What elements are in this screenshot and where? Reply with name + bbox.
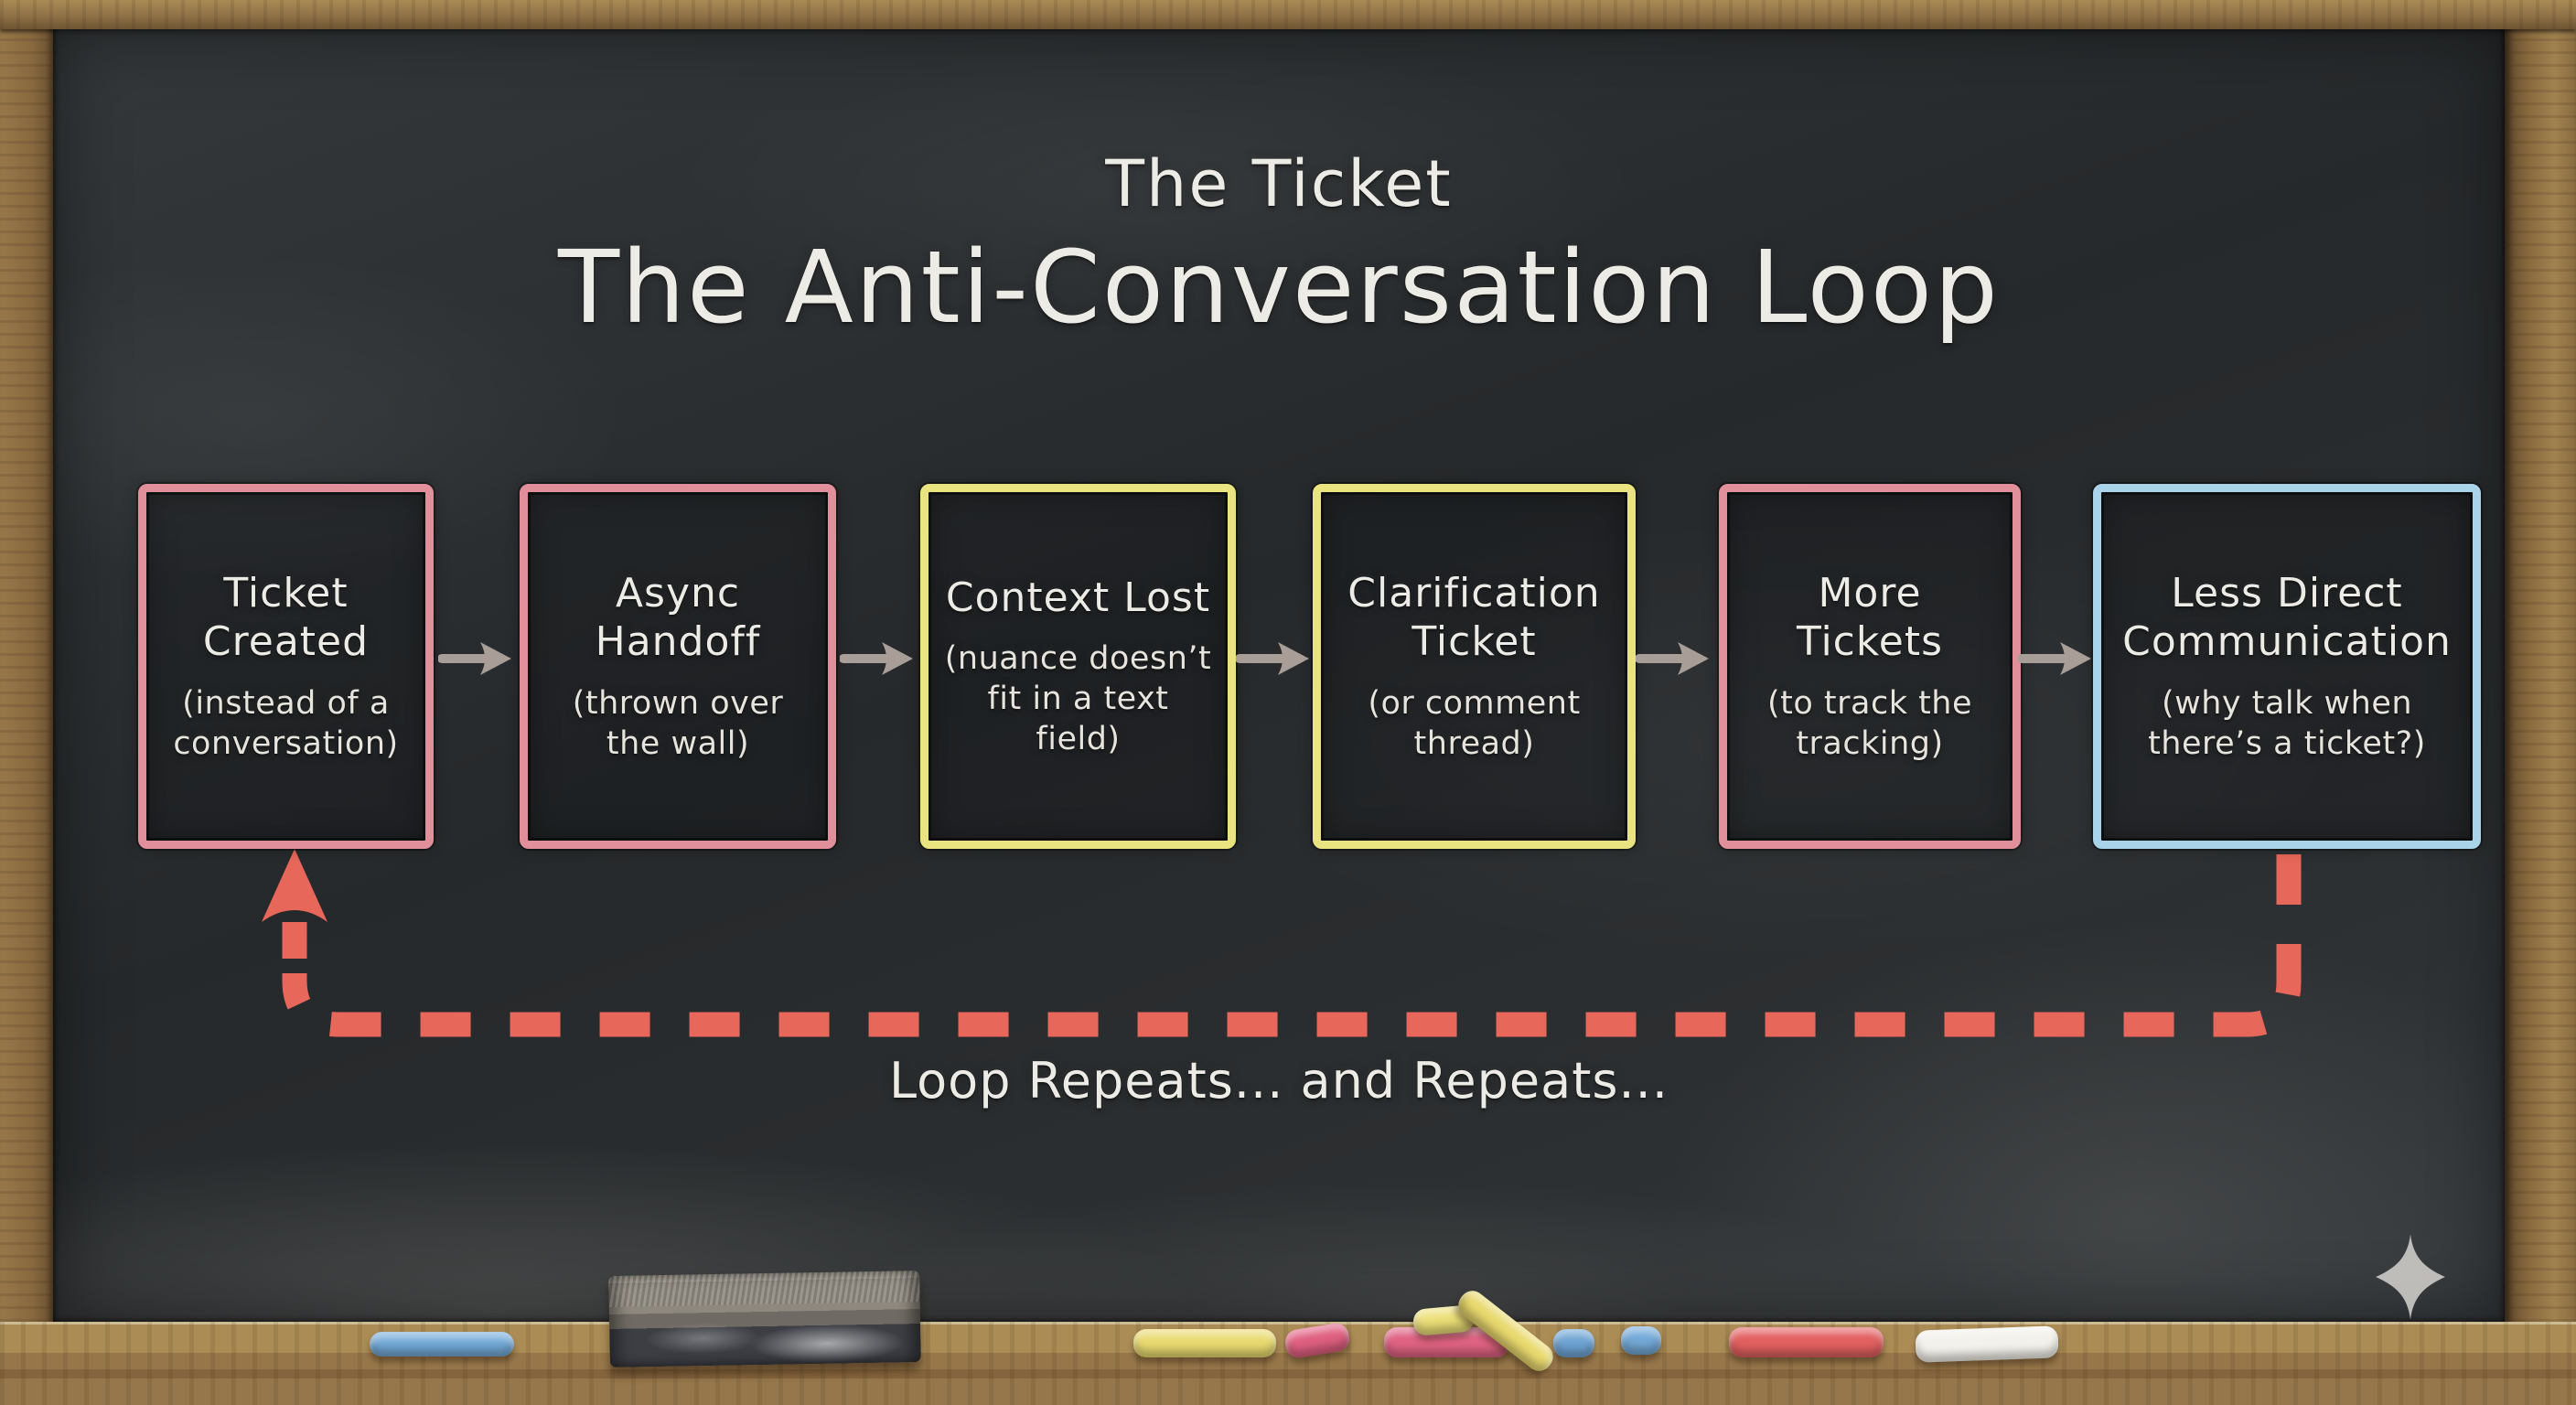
loop-dashed-path — [282, 854, 2302, 1037]
flow-arrow-icon — [1636, 642, 1709, 675]
board-title-small: The Ticket — [1105, 146, 1453, 221]
box-more-tickets: More Tickets (to track the tracking) — [1719, 484, 2021, 849]
box-subtitle: (instead of a conversation) — [173, 685, 399, 763]
box-title: Async Handoff — [595, 569, 761, 666]
white-chalk — [1915, 1325, 2059, 1363]
sparkle-icon — [2376, 1234, 2445, 1320]
box-subtitle: (to track the tracking) — [1766, 685, 1973, 763]
box-title: Less Direct Communication — [2122, 569, 2452, 666]
flow-arrow-icon — [1236, 642, 1309, 675]
box-async-handoff: Async Handoff (thrown over the wall) — [520, 484, 836, 849]
blue-chalk-stub-2 — [1621, 1326, 1661, 1355]
frame-right — [2505, 0, 2576, 1405]
loop-arrow — [262, 849, 2302, 1037]
box-title: Context Lost — [945, 574, 1211, 621]
loop-label: Loop Repeats... and Repeats... — [889, 1052, 1669, 1110]
board-title-main: The Anti-Conversation Loop — [558, 229, 2000, 346]
frame-left — [0, 0, 53, 1405]
flow-arrow-icon — [840, 642, 913, 675]
box-subtitle: (thrown over the wall) — [572, 685, 784, 763]
blue-chalk-long — [370, 1332, 514, 1357]
box-title: More Tickets — [1796, 569, 1944, 666]
box-ticket-created: Ticket Created (instead of a conversatio… — [138, 484, 434, 849]
loop-up-arrowhead-icon — [262, 849, 327, 922]
flow-arrow-icon — [438, 642, 511, 675]
box-subtitle: (nuance doesn’t fit in a text field) — [944, 640, 1212, 758]
flow-arrow-icon — [2018, 642, 2091, 675]
frame-top — [0, 0, 2576, 29]
box-clarification-ticket: Clarification Ticket (or comment thread) — [1313, 484, 1636, 849]
red-chalk-long — [1729, 1327, 1884, 1357]
box-less-direct-communication: Less Direct Communication (why talk when… — [2093, 484, 2481, 849]
chalkboard: The Ticket The Anti-Conversation Loop Ti… — [53, 29, 2505, 1322]
yellow-chalk-long — [1133, 1329, 1276, 1357]
box-title: Clarification Ticket — [1347, 569, 1601, 666]
box-title: Ticket Created — [202, 569, 370, 666]
box-subtitle: (why talk when there’s a ticket?) — [2148, 685, 2426, 763]
box-subtitle: (or comment thread) — [1368, 685, 1581, 763]
box-context-lost: Context Lost (nuance doesn’t fit in a te… — [920, 484, 1236, 849]
eraser — [608, 1271, 921, 1367]
blue-chalk-stub-1 — [1553, 1329, 1594, 1357]
